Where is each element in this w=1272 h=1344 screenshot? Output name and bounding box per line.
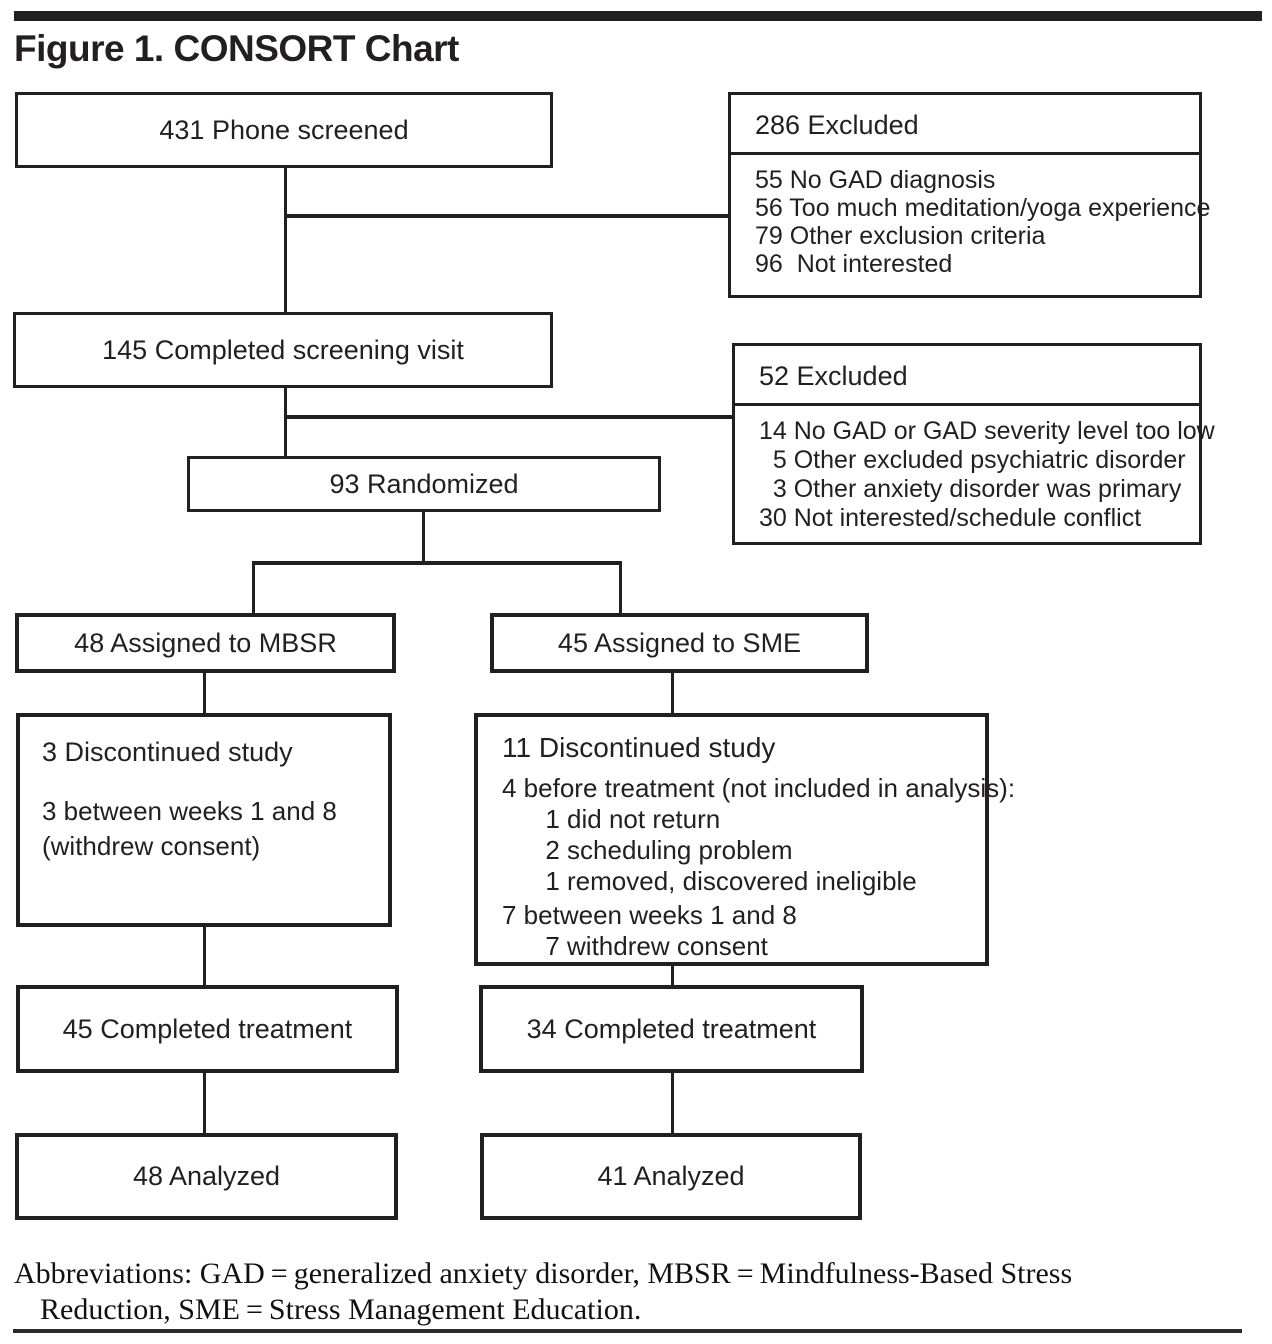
discontinued-mbsr-title: 3 Discontinued study [42, 737, 293, 767]
analyzed-mbsr-box: 48 Analyzed [15, 1133, 398, 1220]
discontinued-sme-line: 7 withdrew consent [502, 931, 768, 961]
assigned-mbsr-label: 48 Assigned to MBSR [74, 627, 337, 658]
connector-mbsr-to-completed [203, 925, 206, 987]
connector-mbsr-to-discontinued [203, 671, 206, 715]
excluded-1-list: 55 No GAD diagnosis 56 Too much meditati… [731, 155, 1211, 289]
connector-mbsr-to-analyzed [203, 1071, 206, 1135]
screening-visit-box: 145 Completed screening visit [13, 312, 553, 388]
randomized-label: 93 Randomized [329, 468, 519, 499]
phone-screened-label: 431 Phone screened [159, 114, 409, 145]
discontinued-sme-title: 11 Discontinued study [502, 732, 776, 763]
completed-treatment-sme-box: 34 Completed treatment [479, 985, 864, 1073]
connector-branch-excluded-1 [284, 214, 728, 218]
discontinued-sme-line: 4 before treatment (not included in anal… [502, 773, 1016, 803]
excluded-1-box: 286 Excluded 55 No GAD diagnosis 56 Too … [728, 92, 1211, 298]
abbreviations-note: Abbreviations: GAD = generalized anxiety… [14, 1256, 1244, 1328]
completed-treatment-mbsr-box: 45 Completed treatment [16, 985, 399, 1073]
discontinued-mbsr-line: (withdrew consent) [42, 831, 261, 861]
excluded-2-item: 3 Other anxiety disorder was primary [759, 475, 1182, 503]
excluded-1-item: 56 Too much meditation/yoga experience [755, 194, 1211, 222]
discontinued-sme-line: 1 did not return [502, 804, 721, 834]
excluded-2-item: 5 Other excluded psychiatric disorder [759, 446, 1186, 474]
excluded-1-item: 96 Not interested [755, 250, 953, 278]
connector-split-to-sme [619, 561, 622, 615]
excluded-1-item: 79 Other exclusion criteria [755, 222, 1046, 250]
assigned-sme-box: 45 Assigned to SME [490, 613, 869, 673]
excluded-2-list: 14 No GAD or GAD severity level too low … [735, 406, 1215, 544]
screening-visit-label: 145 Completed screening visit [102, 334, 464, 365]
connector-randomized-split [252, 561, 622, 565]
completed-treatment-sme-label: 34 Completed treatment [526, 1013, 817, 1044]
discontinued-sme-line: 7 between weeks 1 and 8 [502, 900, 797, 930]
randomized-box: 93 Randomized [187, 456, 661, 512]
discontinued-sme-box: 11 Discontinued study 4 before treatment… [474, 713, 1016, 966]
excluded-2-box: 52 Excluded 14 No GAD or GAD severity le… [732, 343, 1215, 545]
phone-screened-box: 431 Phone screened [15, 92, 553, 168]
excluded-1-title: 286 Excluded [731, 95, 1199, 155]
connector-visit-to-randomized [284, 386, 287, 458]
assigned-mbsr-box: 48 Assigned to MBSR [15, 613, 396, 673]
connector-branch-excluded-2 [284, 415, 732, 419]
bottom-rule [13, 1329, 1242, 1333]
connector-split-to-mbsr [252, 561, 255, 615]
connector-randomized-stem [422, 511, 425, 565]
completed-treatment-mbsr-label: 45 Completed treatment [62, 1013, 353, 1044]
analyzed-sme-box: 41 Analyzed [480, 1133, 862, 1220]
analyzed-mbsr-label: 48 Analyzed [132, 1161, 281, 1191]
discontinued-mbsr-box: 3 Discontinued study 3 between weeks 1 a… [16, 713, 392, 927]
excluded-2-item: 30 Not interested/schedule conflict [759, 504, 1142, 532]
excluded-2-title: 52 Excluded [735, 346, 1199, 406]
excluded-1-item: 55 No GAD diagnosis [755, 166, 996, 194]
assigned-sme-label: 45 Assigned to SME [557, 627, 802, 658]
figure-title: Figure 1. CONSORT Chart [14, 28, 459, 69]
connector-sme-to-analyzed [671, 1071, 674, 1135]
connector-screened-to-visit [284, 168, 287, 314]
abbreviations-line: Reduction, SME = Stress Management Educa… [40, 1293, 642, 1326]
excluded-2-item: 14 No GAD or GAD severity level too low [759, 417, 1215, 445]
analyzed-sme-label: 41 Analyzed [597, 1161, 745, 1191]
top-rule [14, 11, 1262, 21]
discontinued-sme-line: 1 removed, discovered ineligible [502, 866, 917, 896]
connector-sme-to-completed [671, 964, 674, 987]
discontinued-mbsr-line: 3 between weeks 1 and 8 [42, 796, 337, 826]
discontinued-sme-line: 2 scheduling problem [502, 835, 793, 865]
connector-sme-to-discontinued [671, 671, 674, 715]
abbreviations-line: Abbreviations: GAD = generalized anxiety… [14, 1257, 1073, 1290]
